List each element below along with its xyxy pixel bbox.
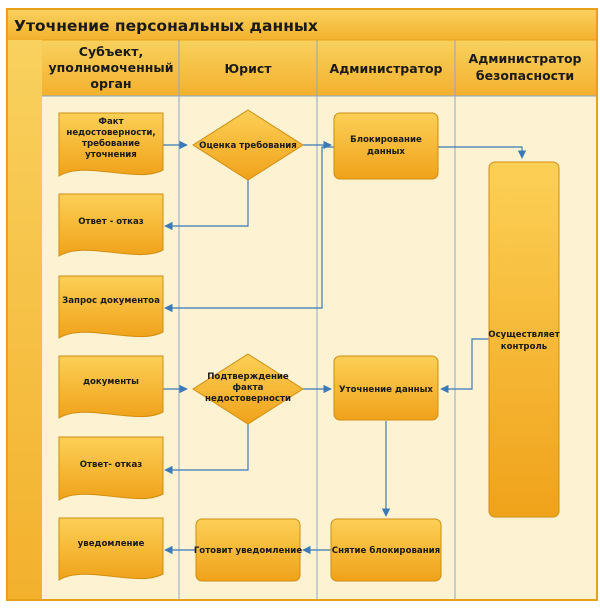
svg-text:контроль: контроль (501, 342, 548, 352)
node-block-data: Блокирование данных (333, 112, 439, 180)
svg-text:безопасности: безопасности (476, 68, 574, 83)
svg-text:Осуществляет: Осуществляет (488, 330, 559, 340)
svg-text:орган: орган (90, 76, 131, 91)
edge-control-to-clarify (440, 338, 489, 394)
node-clarify-data: Уточнение данных (333, 355, 439, 421)
pool-strip (8, 40, 42, 599)
svg-text:Факт: Факт (98, 117, 123, 127)
svg-text:документы: документы (83, 377, 139, 387)
title-bar (8, 10, 596, 40)
svg-text:Ответ- отказ: Ответ- отказ (80, 460, 143, 470)
node-unblock: Снятие блокирования (330, 518, 442, 582)
svg-text:уполномоченный: уполномоченный (49, 60, 174, 75)
lane-header-security-admin: Администратор безопасности (469, 51, 582, 83)
lane-header-lawyer: Юрист (224, 61, 272, 76)
svg-text:Администратор: Администратор (330, 61, 443, 76)
svg-text:недостоверности: недостоверности (205, 394, 291, 404)
svg-text:Блокирование: Блокирование (350, 135, 422, 145)
edge-block-to-control (438, 146, 527, 159)
node-fact: Факт недостоверности, требование уточнен… (58, 112, 164, 177)
svg-text:данных: данных (367, 147, 405, 157)
node-prepare-notification: Готовит уведомление (194, 518, 303, 582)
svg-text:Ответ - отказ: Ответ - отказ (78, 217, 144, 227)
svg-text:недостоверности,: недостоверности, (66, 128, 155, 138)
node-documents: документы (58, 355, 164, 419)
svg-text:Юрист: Юрист (224, 61, 272, 76)
svg-text:Готовит уведомление: Готовит уведомление (194, 546, 303, 556)
node-assess-request: Оценка требования (192, 109, 304, 181)
node-refuse-1: Ответ - отказ (58, 193, 164, 257)
node-control: Осуществляет контроль (488, 161, 560, 518)
node-confirm-fact: Подтверждение факта недостоверности (192, 353, 304, 425)
svg-text:Уточнение данных: Уточнение данных (339, 385, 433, 395)
svg-text:уточнения: уточнения (85, 150, 137, 160)
connectors (163, 140, 527, 555)
edge-assess-to-refuse1 (164, 180, 249, 231)
svg-text:Оценка требования: Оценка требования (199, 140, 297, 151)
svg-text:Запрос документоа: Запрос документоа (62, 296, 160, 306)
node-refuse-2: Ответ- отказ (58, 436, 164, 501)
svg-text:Снятие блокирования: Снятие блокирования (332, 545, 440, 556)
node-request-docs: Запрос документоа (58, 275, 164, 339)
svg-text:Субъект,: Субъект, (79, 44, 143, 59)
svg-text:Администратор: Администратор (469, 51, 582, 66)
svg-text:факта: факта (233, 383, 264, 393)
svg-text:Подтверждение: Подтверждение (207, 372, 289, 382)
svg-text:требование: требование (82, 138, 140, 149)
lane-header-row (42, 40, 596, 96)
edge-confirm-to-refuse2 (164, 424, 249, 475)
lane-header-subject: Субъект, уполномоченный орган (49, 44, 174, 91)
diagram-title: Уточнение персональных данных (14, 17, 318, 35)
lane-header-admin: Администратор (330, 61, 443, 76)
svg-text:уведомление: уведомление (78, 539, 145, 549)
edge-block-to-request (164, 146, 334, 313)
node-notification: уведомление (58, 517, 164, 581)
